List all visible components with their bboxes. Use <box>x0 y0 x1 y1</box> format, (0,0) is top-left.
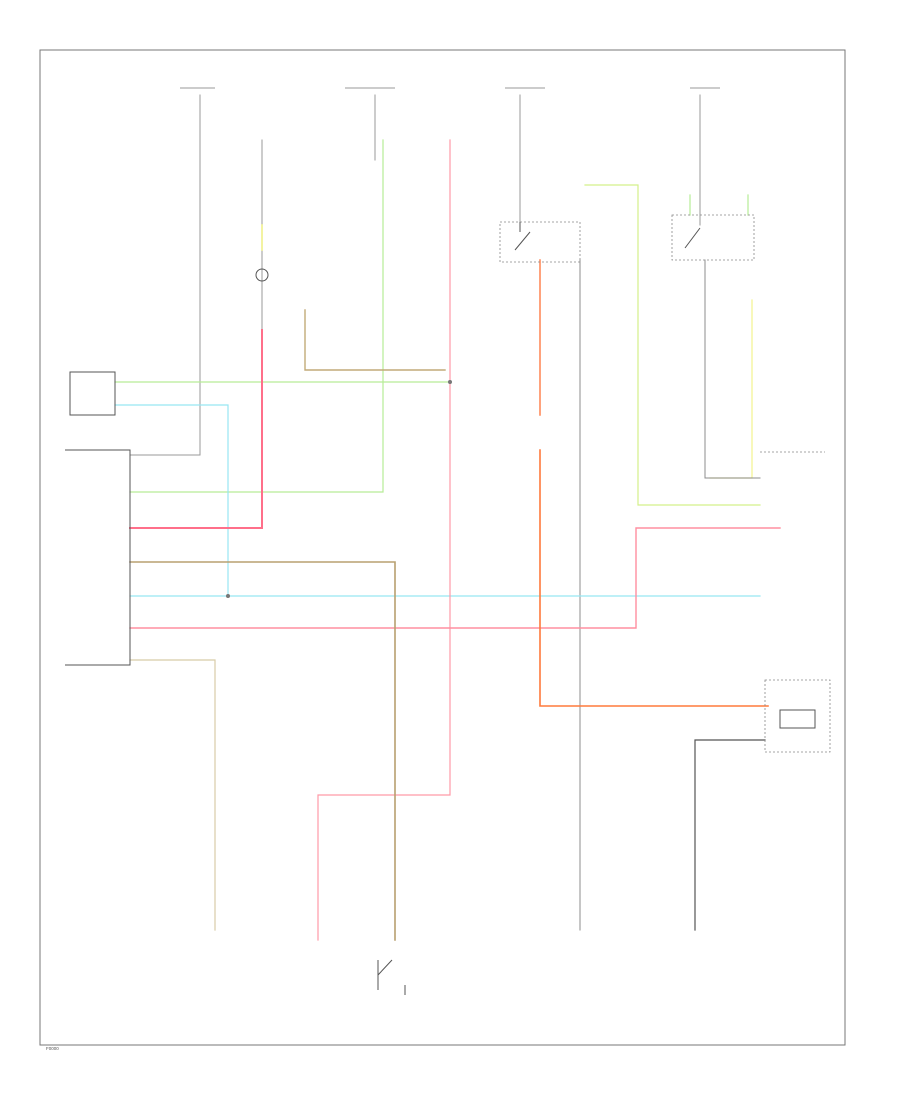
fuel-pump-box <box>764 679 831 753</box>
wire-red-1 <box>129 329 263 529</box>
wire-brown-3 <box>129 659 216 931</box>
sensor-box <box>69 371 116 416</box>
wire-lightgreen <box>584 184 761 506</box>
relay-2-switch <box>684 227 701 249</box>
wire-green-3 <box>689 194 749 216</box>
wire-brown-1 <box>304 309 446 371</box>
tiny-labels: F0000 <box>46 1046 59 1051</box>
splice-1 <box>448 380 452 384</box>
fuel-pump-motor <box>779 709 816 729</box>
wire-relay2-out <box>704 259 761 479</box>
relay-1-switch <box>514 222 531 251</box>
label-footer: F0000 <box>46 1046 59 1051</box>
ecu-box <box>65 449 131 666</box>
diagram-frame <box>39 49 846 1046</box>
splice-2 <box>226 594 230 598</box>
wire-dark-fuelpump <box>694 739 766 931</box>
wire-pink-2 <box>129 527 781 629</box>
wire-brown-2 <box>129 561 396 941</box>
components <box>65 87 831 995</box>
wire-green <box>129 139 384 493</box>
relay-2 <box>671 214 755 261</box>
relay-1 <box>499 221 581 263</box>
coil <box>255 268 269 282</box>
wires <box>114 94 781 941</box>
wire-cyan-1 <box>114 404 229 597</box>
inertia-switch <box>377 959 406 995</box>
wire-yellow-2 <box>709 299 753 479</box>
wire-gray-1 <box>129 94 201 456</box>
wire-orange-2 <box>539 449 769 707</box>
wire-pink-1 <box>317 139 451 941</box>
